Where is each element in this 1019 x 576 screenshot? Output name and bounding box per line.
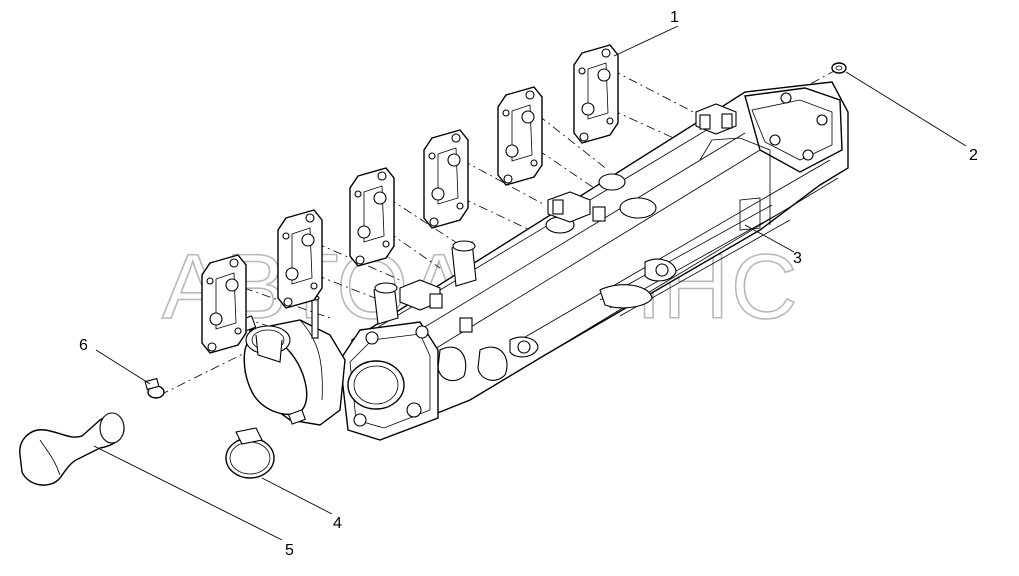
callout-6: 6 — [79, 337, 88, 354]
gasket — [201, 254, 247, 354]
gasket — [423, 129, 469, 229]
leader-lines — [93, 25, 967, 541]
hose-clamp-small — [144, 377, 165, 399]
gasket — [573, 44, 619, 144]
hose — [19, 412, 125, 486]
washer — [831, 62, 847, 74]
gasket — [349, 167, 395, 267]
gasket — [277, 209, 323, 309]
callout-1: 1 — [670, 9, 679, 26]
callout-3: 3 — [793, 250, 802, 267]
hose-clamp-large — [225, 427, 275, 479]
callout-labels: 1 2 3 4 5 6 — [79, 9, 978, 559]
gasket — [497, 86, 543, 186]
callout-2: 2 — [969, 147, 978, 164]
callout-4: 4 — [333, 515, 342, 532]
callout-5: 5 — [285, 542, 294, 559]
manifold-body — [237, 81, 849, 441]
gasket-group — [201, 44, 619, 354]
